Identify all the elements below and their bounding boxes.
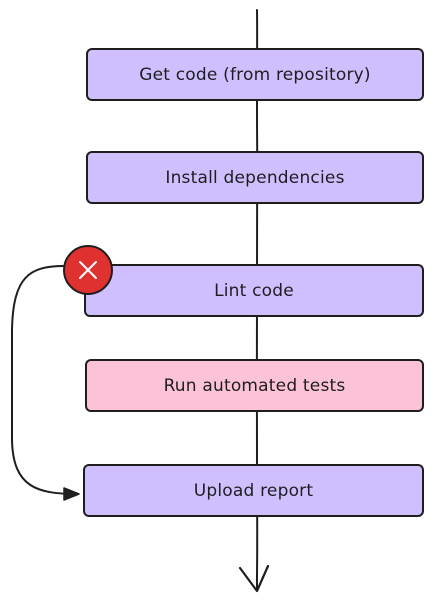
step-run-automated-tests: Run automated tests (85, 359, 424, 412)
step-lint-code: Lint code (84, 264, 424, 317)
failure-branch-line (11, 265, 79, 495)
failure-branch-arrowhead (63, 487, 80, 501)
x-icon (79, 261, 97, 279)
step-label: Get code (from repository) (139, 64, 371, 85)
step-label: Install dependencies (165, 167, 345, 188)
step-label: Lint code (214, 280, 294, 301)
step-label: Upload report (193, 480, 314, 501)
step-get-code: Get code (from repository) (86, 48, 424, 101)
step-upload-report: Upload report (83, 464, 424, 517)
step-label: Run automated tests (163, 375, 346, 396)
error-badge (63, 245, 113, 295)
step-install-dependencies: Install dependencies (86, 151, 424, 204)
flow-arrowhead (238, 564, 270, 593)
